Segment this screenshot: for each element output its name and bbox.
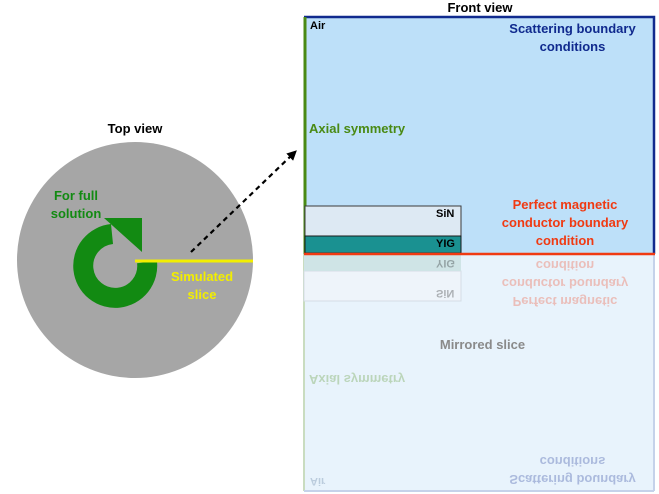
pmc-line3: condition <box>535 233 595 248</box>
pmc-boundary-label: Perfect magnetic conductor boundary cond… <box>480 196 650 250</box>
mirrored-scattering-line1: Scattering boundary <box>509 472 636 487</box>
pmc-line2: conductor boundary <box>501 215 629 230</box>
scattering-boundary-label: Scattering boundary conditions <box>495 20 650 56</box>
simulated-line1: Simulated <box>170 269 234 284</box>
axial-symmetry-label: Axial symmetry <box>309 121 406 136</box>
full-solution-line1: For full <box>53 188 99 203</box>
mirrored-slice-label: Mirrored slice <box>439 337 526 352</box>
mirrored-air-label: Air <box>310 475 326 487</box>
mirrored-sin-label: SiN <box>436 287 455 299</box>
mirrored-pmc-line3: condition <box>535 258 595 273</box>
top-view-title: Top view <box>107 121 163 136</box>
scattering-line2: conditions <box>539 39 606 54</box>
mirrored-pmc-line1: Perfect magnetic <box>512 294 618 309</box>
mirrored-yig-label: YIG <box>436 257 455 269</box>
mirrored-yig-layer <box>304 255 461 271</box>
air-label: Air <box>310 20 326 32</box>
mirrored-sin-layer <box>303 270 462 302</box>
mirrored-axial-label: Axial symmetry <box>309 372 406 387</box>
full-solution-line2: solution <box>50 206 102 221</box>
curved-arrow-icon <box>73 218 158 308</box>
simulated-line2: slice <box>187 287 217 302</box>
mirrored-scattering-label: Scattering boundary conditions <box>495 452 650 488</box>
front-view-title: Front view <box>447 0 513 15</box>
simulated-slice-label: Simulated slice <box>160 268 244 304</box>
yig-label: YIG <box>436 238 455 250</box>
scattering-line1: Scattering boundary <box>509 21 636 36</box>
sin-layer <box>304 205 462 237</box>
mirrored-pmc-label: Perfect magnetic conductor boundary cond… <box>480 256 650 310</box>
dashed-arrow-icon <box>190 150 297 253</box>
scattering-boundary <box>304 15 656 254</box>
mirrored-scattering-line2: conditions <box>539 454 606 469</box>
full-solution-label: For full solution <box>34 187 118 223</box>
mirrored-pmc-line2: conductor boundary <box>501 276 629 291</box>
sin-label: SiN <box>436 208 455 220</box>
pmc-line1: Perfect magnetic <box>512 197 618 212</box>
